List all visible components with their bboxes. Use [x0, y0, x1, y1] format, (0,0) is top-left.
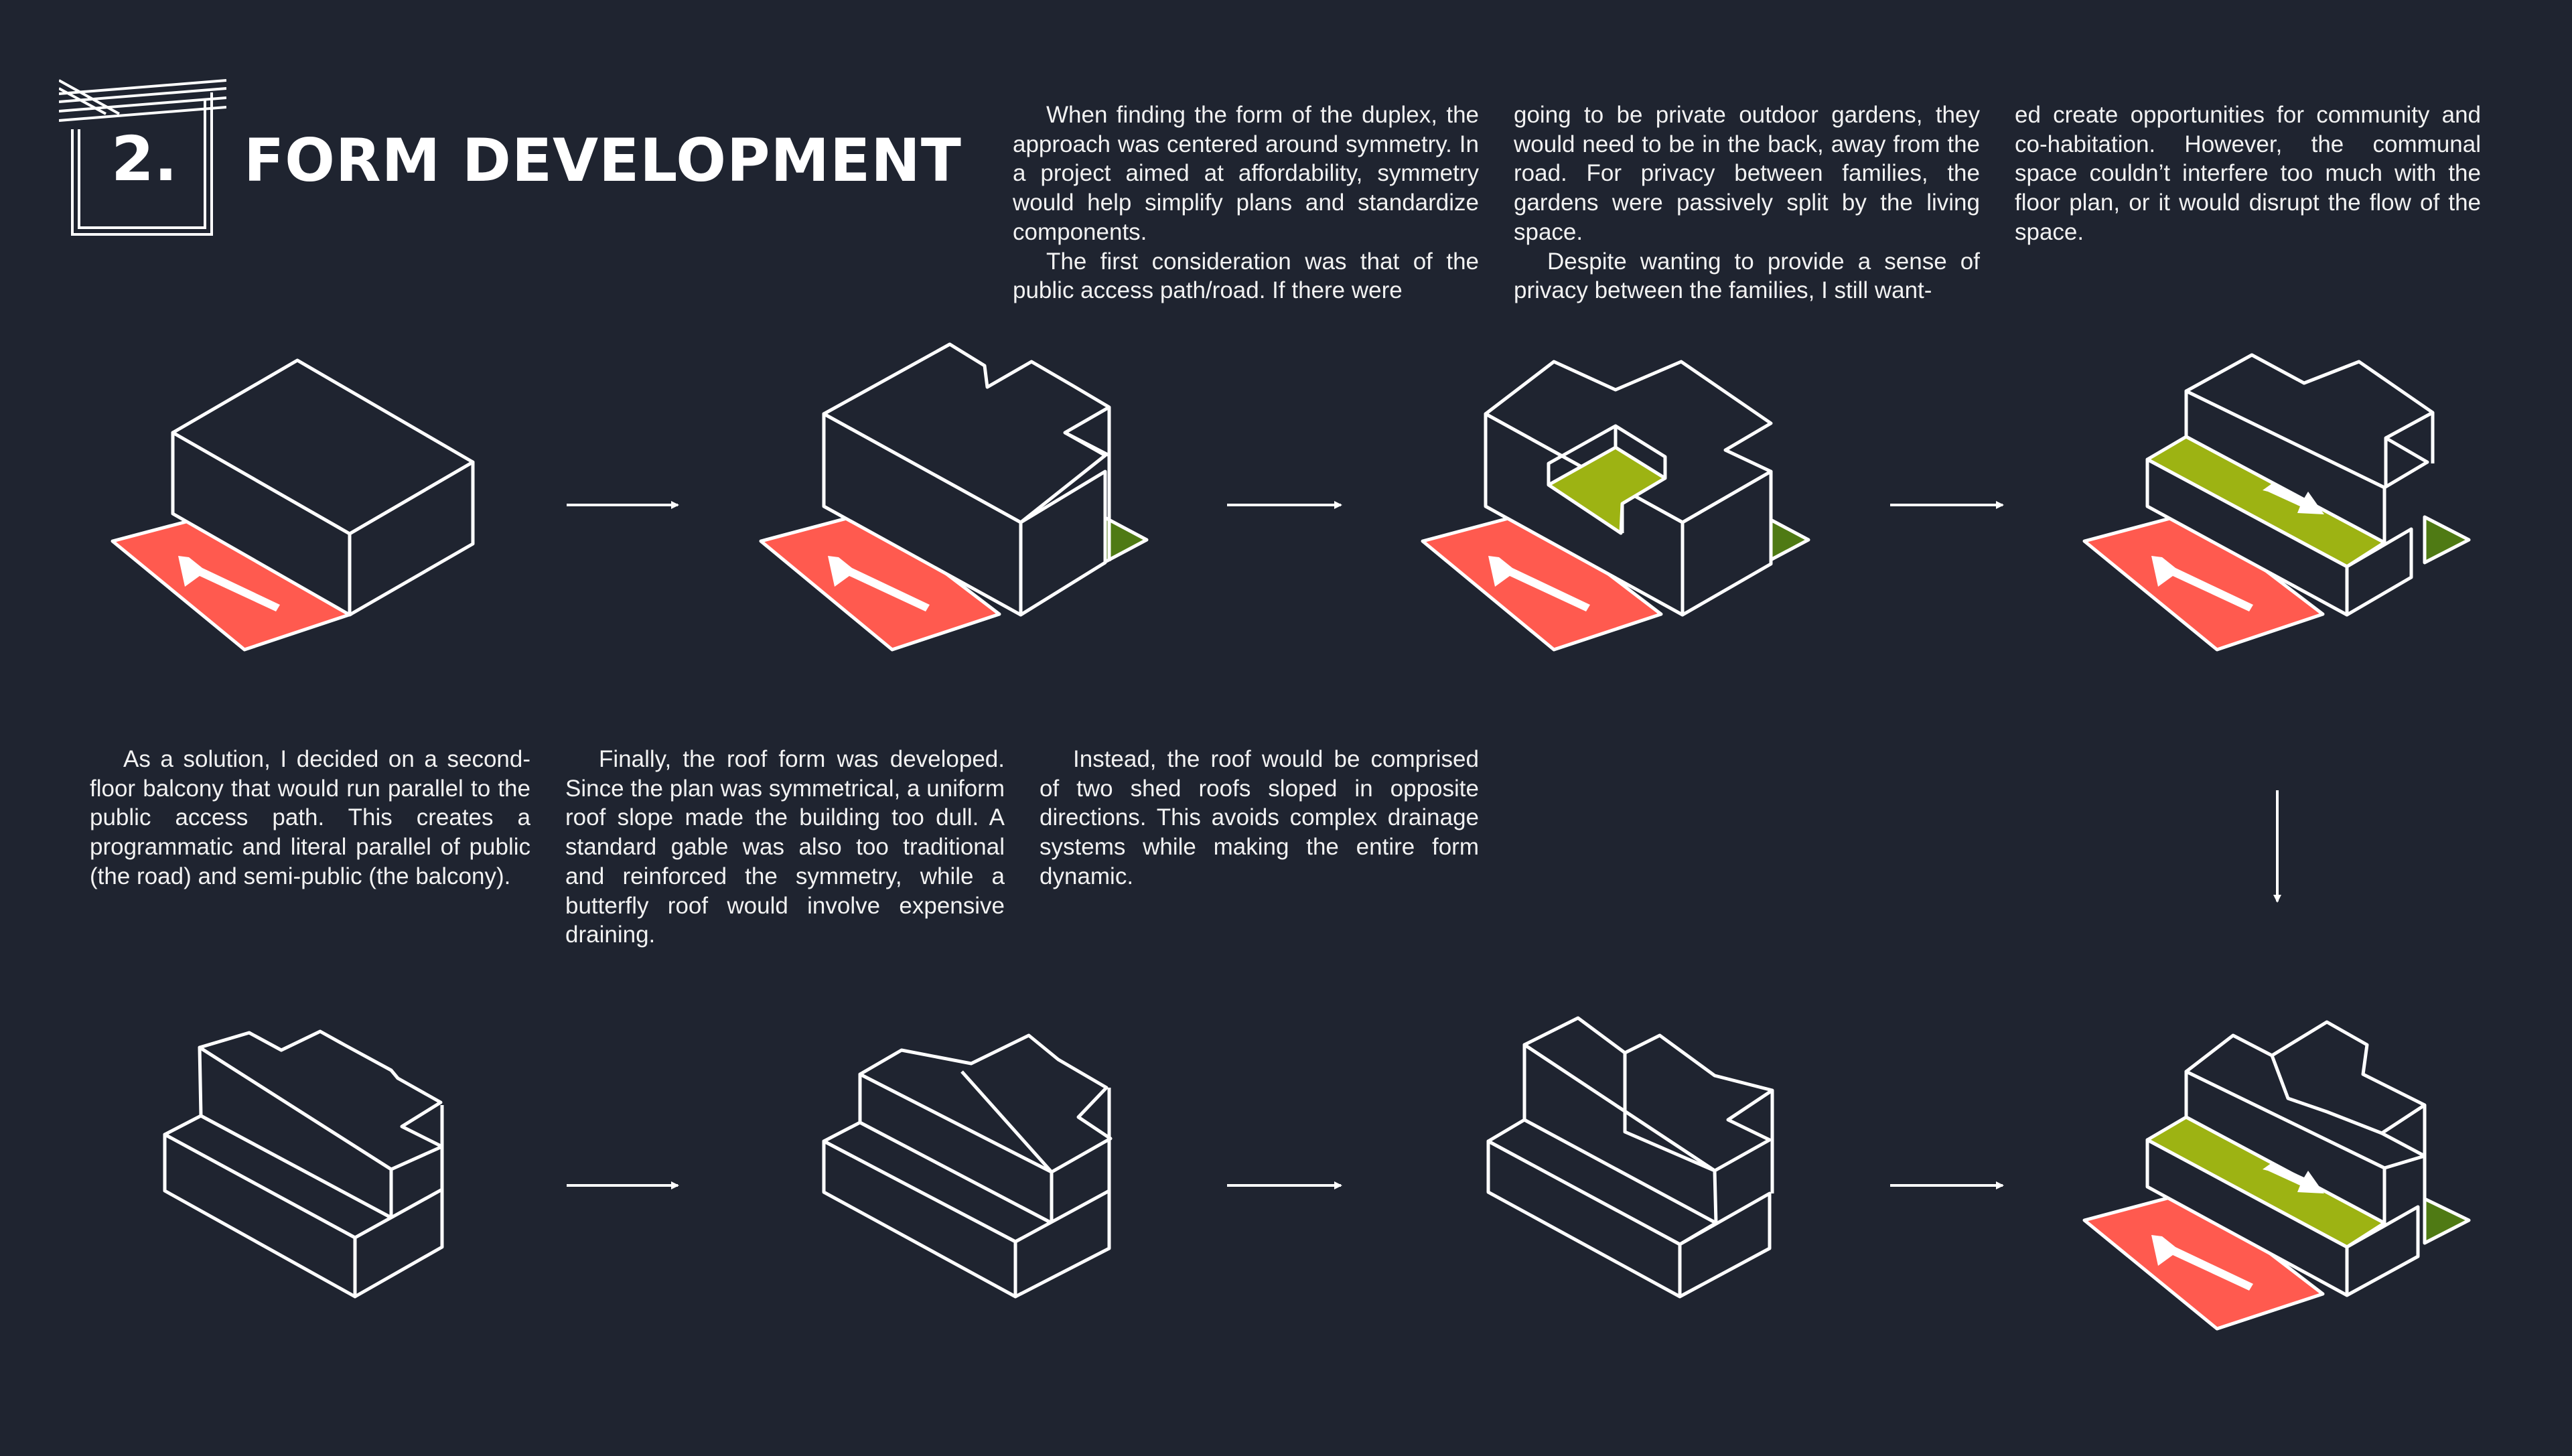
roof-top	[1522, 1016, 1774, 1173]
paragraph: Finally, the roof form was devel­oped. S…	[565, 746, 1005, 948]
step-8-massing	[2082, 1020, 2471, 1331]
right-face	[2345, 527, 2413, 617]
garden-patch	[2423, 515, 2471, 565]
upper-front	[2184, 1070, 2386, 1225]
garden-patch	[2423, 1197, 2471, 1245]
paragraph: ed create opportunities for community an…	[2015, 102, 2481, 245]
paragraph: going to be private outdoor gardens, the…	[1514, 102, 1980, 245]
step-6-massing	[822, 1033, 1113, 1299]
paragraph: As a solution, I decided on a sec­ond-fl…	[90, 746, 530, 889]
step-1-massing	[111, 358, 475, 652]
road-arrow-icon	[2151, 556, 2253, 611]
paragraph: Despite wanting to provide a sense of pr…	[1514, 248, 1980, 304]
right-face	[353, 1187, 444, 1299]
balcony-arrow-icon	[2263, 1163, 2324, 1193]
step-7-massing	[1486, 1016, 1774, 1299]
text-column-bottom-2: Finally, the roof form was devel­oped. S…	[565, 745, 1005, 950]
page-title: FORM DEVELOPMENT	[244, 126, 962, 195]
road-arrow-icon	[1488, 556, 1590, 611]
right-face	[1678, 1191, 1772, 1299]
box-top	[822, 342, 1111, 524]
courtyard-garden	[1547, 445, 1667, 535]
step-5-massing	[163, 1029, 444, 1299]
box-right	[1681, 469, 1773, 617]
balcony-arrow-icon	[2263, 484, 2324, 514]
box-right	[1019, 469, 1107, 617]
step-2-massing	[759, 342, 1149, 652]
road-arrow-icon	[828, 556, 930, 611]
right-face	[1013, 1189, 1111, 1299]
section-number: 2.	[111, 123, 177, 195]
roof-top	[858, 1033, 1113, 1174]
road-path	[1421, 511, 1663, 652]
text-column-top-3: ed create opportunities for community an…	[2015, 100, 2481, 247]
upper-front	[2184, 389, 2386, 544]
paragraph: Instead, the roof would be com­prised of…	[1040, 746, 1479, 889]
box-right	[348, 460, 475, 617]
text-column-top-1: When finding the form of the duplex, the…	[1013, 100, 1479, 305]
paragraph: When finding the form of the duplex, the…	[1013, 102, 1479, 245]
text-column-bottom-1: As a solution, I decided on a sec­ond-fl…	[90, 745, 530, 891]
right-face	[2345, 1205, 2420, 1297]
paragraph: The first consideration was that of the …	[1013, 248, 1479, 304]
text-column-bottom-3: Instead, the roof would be com­prised of…	[1040, 745, 1479, 891]
road-arrow-icon	[178, 556, 280, 611]
upper-top	[2184, 1020, 2427, 1170]
text-column-top-2: going to be private outdoor gardens, the…	[1514, 100, 1980, 305]
section-logo-icon	[59, 79, 226, 236]
step-4-massing	[2082, 353, 2471, 652]
road-arrow-icon	[2151, 1235, 2253, 1291]
upper-top	[198, 1029, 444, 1171]
step-3-massing	[1421, 360, 1810, 652]
